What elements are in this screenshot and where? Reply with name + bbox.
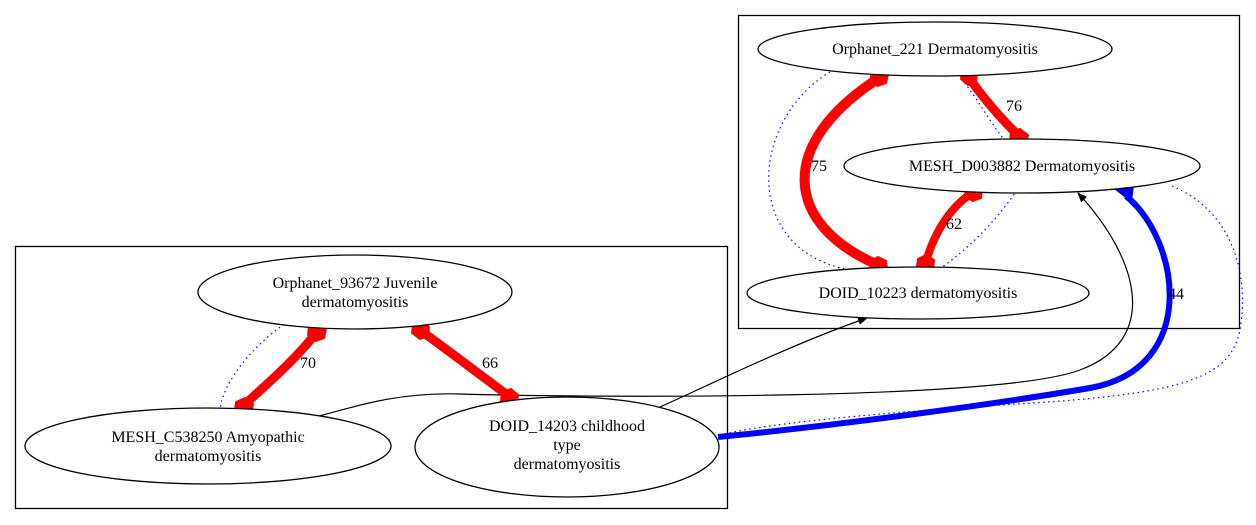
dotted-edge-mesh-d003882-doid10223 (934, 185, 1021, 273)
cluster-right (737, 14, 1241, 330)
node-ellipse (197, 254, 513, 330)
node-label: Orphanet_221 Dermatomyositis (832, 41, 1038, 58)
node-orphanet-93672[interactable]: Orphanet_93672 Juvenile dermatomyositis (197, 254, 513, 330)
node-doid-10223[interactable]: DOID_10223 dermatomyositis (746, 266, 1090, 320)
node-ellipse (24, 407, 392, 485)
node-doid-14203[interactable]: DOID_14203 childhood type dermatomyositi… (414, 396, 720, 498)
node-label: DOID_10223 dermatomyositis (819, 285, 1018, 302)
dotted-edges (219, 71, 1244, 436)
node-ellipse (843, 138, 1201, 194)
node-ellipse (414, 396, 720, 498)
node-label: dermatomyositis (514, 456, 621, 473)
red-edge-orphanet93672-mesh-c538250 (240, 330, 320, 409)
dotted-edge-orphanet221-doid10223 (768, 71, 851, 271)
edge-label-70: 70 (300, 355, 316, 372)
red-edge-orphanet221-doid10223 (799, 73, 882, 270)
dotted-edge-orphanet93672-mesh-c538250 (219, 326, 281, 409)
edge-label-62: 62 (946, 216, 962, 233)
node-label: dermatomyositis (155, 448, 262, 465)
node-label: type (553, 437, 581, 454)
dotted-edge-orphanet221-mesh-d003882 (957, 74, 1011, 147)
node-ellipse (746, 266, 1090, 320)
node-ellipse (757, 21, 1113, 77)
node-label: DOID_14203 childhood (489, 418, 645, 435)
edge-label-76: 76 (1006, 98, 1022, 115)
node-label: MESH_D003882 Dermatomyositis (909, 158, 1135, 175)
red-diamond-tips (234, 67, 1029, 417)
edge-label-44: 44 (1168, 286, 1184, 303)
node-orphanet-221[interactable]: Orphanet_221 Dermatomyositis (757, 21, 1113, 77)
dotted-edge-mesh-d003882-doid14203 (719, 185, 1244, 436)
node-label: MESH_C538250 Amyopathic (111, 429, 304, 446)
edge-label-75: 75 (811, 158, 827, 175)
red-edge-orphanet93672-doid14203 (417, 326, 513, 401)
node-label: dermatomyositis (302, 294, 409, 311)
arrow-edge-mesh-c538250-mesh-d003882 (311, 192, 1134, 419)
node-mesh-d003882[interactable]: MESH_D003882 Dermatomyositis (843, 138, 1201, 194)
node-label: Orphanet_93672 Juvenile (273, 275, 438, 292)
bold-edge-doid14203-mesh-d003882 (717, 193, 1173, 440)
edge-label-66: 66 (482, 355, 498, 372)
node-mesh-c538250[interactable]: MESH_C538250 Amyopathic dermatomyositis (24, 407, 392, 485)
red-edges (240, 73, 1023, 409)
cluster-left (14, 245, 729, 510)
arrow-edges (311, 192, 1134, 419)
